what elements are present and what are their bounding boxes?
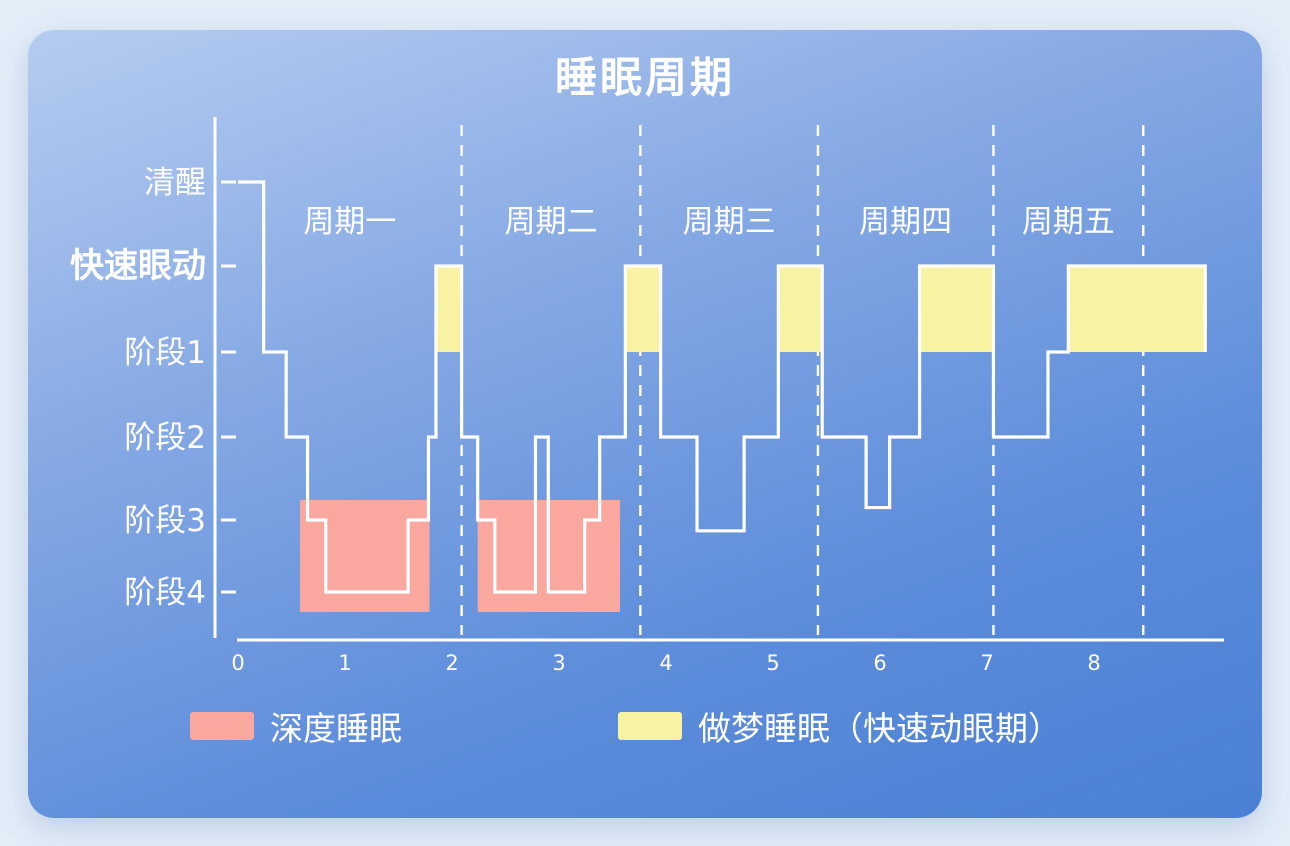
- x-tick-label: 0: [231, 651, 244, 675]
- chart-title: 睡眠周期: [554, 53, 735, 102]
- x-tick-label: 2: [445, 651, 458, 675]
- stage-label: 阶段4: [124, 575, 206, 611]
- legend-item-deep-sleep: 深度睡眠: [190, 700, 402, 752]
- rem-block: [778, 266, 823, 352]
- rem-block: [919, 266, 994, 352]
- rem-label: 做梦睡眠（快速动眼期）: [698, 709, 1061, 748]
- x-tick-label: 6: [873, 651, 886, 675]
- x-tick-label: 5: [766, 651, 779, 675]
- deep-sleep-block: [300, 500, 430, 612]
- cycle-label: 周期五: [1022, 204, 1115, 240]
- stage-label: 阶段3: [124, 503, 206, 539]
- cycle-label: 周期二: [504, 204, 597, 240]
- x-tick-label: 1: [338, 651, 351, 675]
- stage-label: 阶段2: [124, 420, 206, 456]
- legend: 深度睡眠 做梦睡眠（快速动眼期）: [0, 700, 1290, 752]
- rem-swatch: [618, 712, 682, 740]
- hypnogram-line: [238, 180, 1207, 594]
- stage-label: 快速眼动: [70, 246, 206, 286]
- rem-block: [625, 266, 661, 352]
- rem-block: [435, 266, 462, 352]
- legend-item-rem: 做梦睡眠（快速动眼期）: [618, 700, 1061, 752]
- x-tick-label: 7: [980, 651, 993, 675]
- chart-card: [28, 30, 1262, 818]
- stage-label: 清醒: [144, 165, 206, 201]
- cycle-label: 周期一: [303, 204, 396, 240]
- x-tick-label: 3: [552, 651, 565, 675]
- x-tick-label: 8: [1087, 651, 1100, 675]
- cycle-label: 周期三: [683, 204, 776, 240]
- rem-block: [1068, 266, 1206, 352]
- cycle-label: 周期四: [859, 204, 952, 240]
- x-tick-label: 4: [659, 651, 672, 675]
- deep-sleep-label: 深度睡眠: [270, 709, 402, 748]
- deep-sleep-swatch: [190, 712, 254, 740]
- stage-label: 阶段1: [124, 335, 206, 371]
